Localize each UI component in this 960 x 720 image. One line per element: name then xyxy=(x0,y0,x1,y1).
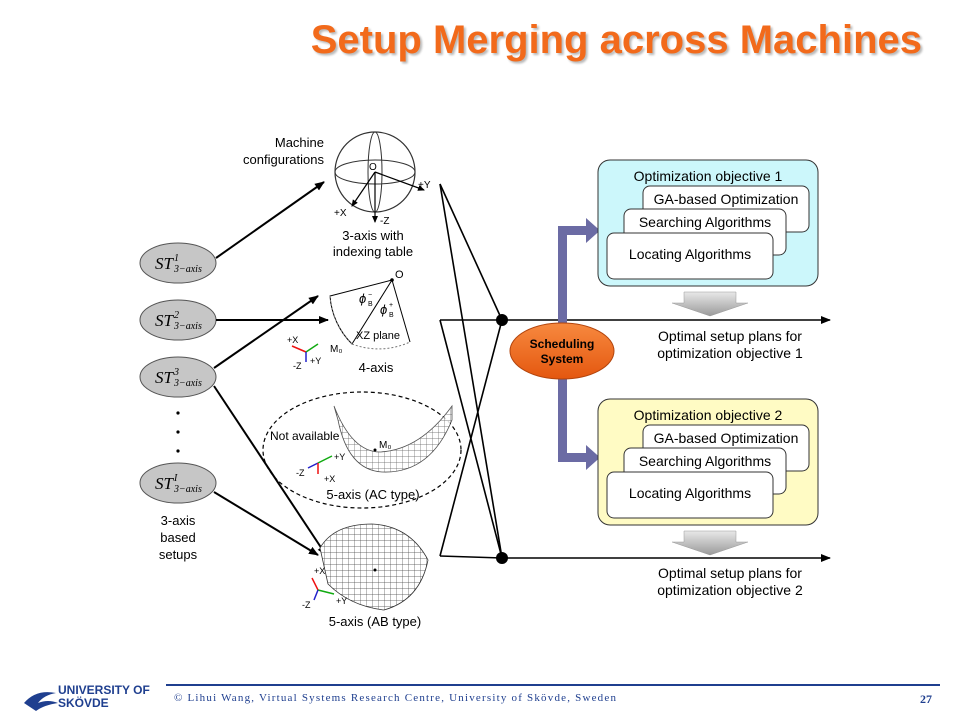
university-logo-icon xyxy=(24,692,58,711)
svg-text:setups: setups xyxy=(159,547,198,562)
svg-text:-Z: -Z xyxy=(293,361,302,371)
output-2-line-2: optimization objective 2 xyxy=(657,582,803,598)
objective-2-title: Optimization objective 2 xyxy=(634,407,783,423)
svg-text:3-axis: 3-axis xyxy=(161,513,196,528)
objective-2-search: Searching Algorithms xyxy=(639,453,771,469)
machine-2-label: 4-axis xyxy=(359,360,394,375)
machine-to-merge-lines xyxy=(439,183,503,559)
svg-text:−: − xyxy=(368,292,372,299)
svg-text:M₀: M₀ xyxy=(330,344,342,355)
svg-text:O: O xyxy=(369,162,377,173)
output-1-line-1: Optimal setup plans for xyxy=(658,328,802,344)
svg-text:+: + xyxy=(389,302,393,309)
machine-config-label-2: configurations xyxy=(243,152,324,167)
setup-st-i-base: ST xyxy=(155,474,175,493)
svg-text:ϕ: ϕ xyxy=(359,291,366,306)
machine-1-label-1: 3-axis with xyxy=(342,228,403,243)
objective-2-down-arrow xyxy=(671,530,749,556)
svg-text:+X: +X xyxy=(314,566,325,576)
objective-1-down-arrow xyxy=(671,291,749,317)
svg-text:+Y: +Y xyxy=(310,356,321,366)
svg-text:System: System xyxy=(541,352,584,366)
svg-text:B: B xyxy=(368,301,373,308)
machine-3axis-indexing: O +Y +X -Z 3-axis with indexing table xyxy=(333,131,431,259)
svg-text:Scheduling: Scheduling xyxy=(530,337,595,351)
setup-st-1: ST 1 3−axis xyxy=(139,242,217,284)
slide-title: Setup Merging across Machines xyxy=(310,18,922,62)
objective-2-ga: GA-based Optimization xyxy=(654,430,799,446)
objective-2-locate: Locating Algorithms xyxy=(629,485,751,501)
scheduling-system: Scheduling System xyxy=(509,322,615,380)
output-2-line-1: Optimal setup plans for xyxy=(658,565,802,581)
setup-st-1-sup: 1 xyxy=(174,253,179,264)
setup-to-machine-arrows xyxy=(213,181,329,556)
svg-text:B: B xyxy=(389,312,394,319)
output-1-line-2: optimization objective 1 xyxy=(657,345,803,361)
university-logo-text: UNIVERSITY OF SKÖVDE xyxy=(58,683,150,710)
setup-st-3: ST 3 3−axis xyxy=(139,356,217,398)
svg-text:+Y: +Y xyxy=(334,452,345,462)
page-number: 27 xyxy=(920,692,932,706)
svg-text:M₀: M₀ xyxy=(379,440,391,451)
setups-label: 3-axis based setups xyxy=(159,513,198,562)
svg-text:O: O xyxy=(395,269,404,281)
objective-1-locate: Locating Algorithms xyxy=(629,246,751,262)
footer-copyright: © Lihui Wang, Virtual Systems Research C… xyxy=(174,692,618,704)
svg-text:-Z: -Z xyxy=(296,468,305,478)
setup-st-3-base: ST xyxy=(155,368,175,387)
objective-1-title: Optimization objective 1 xyxy=(634,168,783,184)
machine-5axis-ab: +X -Z +Y 5-axis (AB type) xyxy=(302,523,429,629)
svg-text:+Y: +Y xyxy=(418,180,431,191)
svg-text:+X: +X xyxy=(334,208,347,219)
machine-4-label: 5-axis (AB type) xyxy=(329,614,421,629)
machine-config-label-1: Machine xyxy=(275,135,324,150)
objective-2-panel: Optimization objective 2 GA-based Optimi… xyxy=(597,398,819,526)
svg-text:-Z: -Z xyxy=(302,600,311,610)
svg-text:based: based xyxy=(160,530,195,545)
footer-divider xyxy=(166,684,940,686)
svg-text:+X: +X xyxy=(324,474,335,484)
objective-1-ga: GA-based Optimization xyxy=(654,191,799,207)
svg-text:XZ plane: XZ plane xyxy=(356,330,400,342)
setup-st-2-sup: 2 xyxy=(174,310,179,321)
machine-4axis: O ϕ B − ϕ B + XZ plane M₀ +X -Z +Y 4-axi… xyxy=(287,269,411,375)
svg-text:+X: +X xyxy=(287,335,298,345)
machine-5axis-ac: Not available M₀ +Y -Z +X 5-axis (AC typ… xyxy=(262,391,462,509)
machine-3-label: 5-axis (AC type) xyxy=(326,487,419,502)
svg-text:ϕ: ϕ xyxy=(380,302,387,317)
objective-1-panel: Optimization objective 1 GA-based Optimi… xyxy=(597,159,819,287)
setup-st-3-sub: 3−axis xyxy=(173,378,202,389)
setup-st-2-base: ST xyxy=(155,311,175,330)
svg-text:+Y: +Y xyxy=(336,596,347,606)
vertical-ellipsis xyxy=(176,411,180,453)
not-available-label: Not available xyxy=(270,429,340,443)
setup-st-2-sub: 3−axis xyxy=(173,321,202,332)
setup-st-2: ST 2 3−axis xyxy=(139,299,217,341)
setup-st-3-sup: 3 xyxy=(173,367,179,378)
objective-1-search: Searching Algorithms xyxy=(639,214,771,230)
setup-st-1-sub: 3−axis xyxy=(173,264,202,275)
svg-text:-Z: -Z xyxy=(380,216,389,227)
setup-st-1-base: ST xyxy=(155,254,175,273)
setup-st-i-sup: I xyxy=(173,473,178,484)
setup-st-i-sub: 3−axis xyxy=(173,484,202,495)
setup-merging-diagram: ST 1 3−axis ST 2 3−axis ST 3 3−axis ST I… xyxy=(139,131,831,629)
setup-st-i: ST I 3−axis xyxy=(139,462,217,504)
machine-1-label-2: indexing table xyxy=(333,244,413,259)
